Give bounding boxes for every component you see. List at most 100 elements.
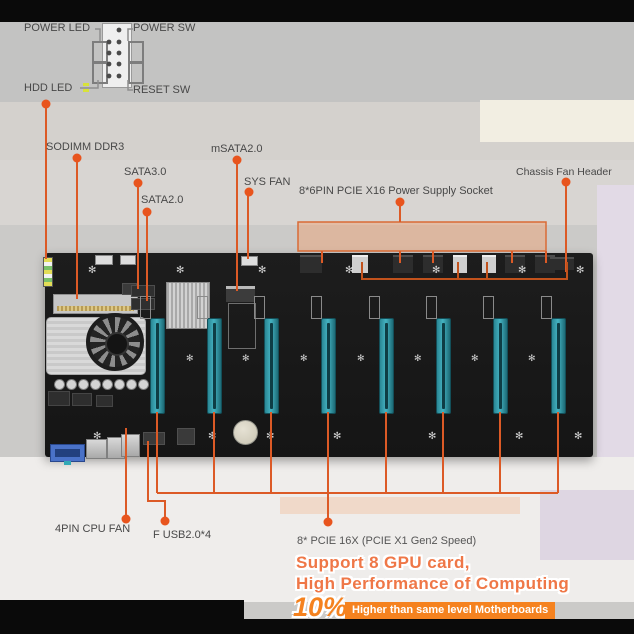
pcie-x16-slot <box>150 318 165 414</box>
background-band <box>540 490 634 560</box>
pcie-latch-outline <box>541 296 552 319</box>
label-psu: 8*6PIN PCIE X16 Power Supply Socket <box>299 185 493 197</box>
silkscreen-fan-mark: ✻ <box>528 353 536 363</box>
pcie-x16-slot <box>551 318 566 414</box>
label-sys-fan: SYS FAN <box>244 176 291 188</box>
pcie-latch-outline <box>483 296 494 319</box>
front-panel-header-component <box>43 257 53 287</box>
background-band <box>0 457 634 602</box>
sys-fan-header <box>241 256 258 266</box>
screw-hole: ✻ <box>518 265 527 276</box>
usb-port <box>121 434 140 457</box>
screw-hole: ✻ <box>93 431 102 442</box>
background-band <box>480 100 634 142</box>
front-panel-bracket <box>128 62 144 84</box>
letterbox-top <box>0 0 634 22</box>
silkscreen-fan-mark: ✻ <box>186 353 194 363</box>
pcie-power-socket <box>482 255 496 273</box>
capacitor <box>102 379 113 390</box>
silkscreen-fan-mark: ✻ <box>471 353 479 363</box>
label-reset-sw: RESET SW <box>133 84 191 96</box>
pcie-power-socket <box>453 255 467 273</box>
label-cpu-fan: 4PIN CPU FAN <box>55 523 131 535</box>
chipset-heatsink <box>166 282 210 329</box>
pcie-latch-outline <box>426 296 437 319</box>
capacitor <box>54 379 65 390</box>
label-hdd-led: HDD LED <box>24 82 73 94</box>
pcie-power-socket <box>393 255 413 273</box>
screw-hole: ✻ <box>345 265 354 276</box>
label-f-usb: F USB2.0*4 <box>153 529 212 541</box>
screw-hole: ✻ <box>333 431 342 442</box>
capacitor <box>90 379 101 390</box>
capacitor <box>78 379 89 390</box>
io-chip <box>177 428 195 445</box>
screw-hole: ✻ <box>266 431 275 442</box>
screw-hole: ✻ <box>208 431 217 442</box>
front-panel-bracket <box>128 41 144 63</box>
label-sodimm: SODIMM DDR3 <box>46 141 125 153</box>
pcie-x16-slot <box>207 318 222 414</box>
pcie-latch-outline <box>140 296 151 319</box>
pcie-latch-outline <box>369 296 380 319</box>
promo-banner: Higher than same level Motherboards <box>345 602 556 619</box>
pcie-latch-outline <box>254 296 265 319</box>
hdmi-port <box>86 439 107 459</box>
chassis-fan-header-component <box>550 257 574 270</box>
vrm-mosfet <box>48 391 70 406</box>
board-header <box>95 255 113 265</box>
background-band <box>280 497 520 514</box>
pcie-x16-slot <box>493 318 508 414</box>
port-detail <box>64 461 71 465</box>
capacitor <box>138 379 149 390</box>
pcie-x16-slot <box>264 318 279 414</box>
promo-line-2: High Performance of Computing <box>296 574 570 593</box>
pcie-x16-slot <box>379 318 394 414</box>
silkscreen-fan-mark: ✻ <box>300 353 308 363</box>
vrm-mosfet <box>96 395 113 407</box>
label-sata2: SATA2.0 <box>141 194 184 206</box>
screw-hole: ✻ <box>574 431 583 442</box>
front-panel-bracket <box>92 62 108 84</box>
pcie-x16-slot <box>436 318 451 414</box>
silkscreen-fan-mark: ✻ <box>414 353 422 363</box>
screw-hole: ✻ <box>176 265 185 276</box>
label-sata3: SATA3.0 <box>124 166 167 178</box>
sata2-port <box>131 298 155 310</box>
capacitor <box>66 379 77 390</box>
power-socket-highlight-box <box>297 221 547 252</box>
letterbox-bottom <box>0 619 634 634</box>
pcie-latch-outline <box>197 296 208 319</box>
background-band <box>0 160 634 225</box>
pcie-latch-outline <box>311 296 322 319</box>
screw-hole: ✻ <box>428 431 437 442</box>
vga-port <box>50 444 85 462</box>
cmos-battery <box>233 420 258 445</box>
screw-hole: ✻ <box>88 265 97 276</box>
silkscreen-fan-mark: ✻ <box>242 353 250 363</box>
usb-header-component <box>143 432 165 445</box>
promo-line-1: Support 8 GPU card, <box>296 553 470 572</box>
vrm-mosfet <box>72 393 92 406</box>
label-pcie: 8* PCIE 16X (PCIE X1 Gen2 Speed) <box>297 535 477 547</box>
screw-hole: ✻ <box>432 265 441 276</box>
screw-hole: ✻ <box>515 431 524 442</box>
board-header <box>120 255 136 265</box>
pcie-power-socket <box>300 255 322 273</box>
label-power-sw: POWER SW <box>133 22 196 34</box>
label-power-led: POWER LED <box>24 22 91 34</box>
msata-connector <box>226 286 255 302</box>
label-msata: mSATA2.0 <box>211 143 263 155</box>
pcie-x16-slot <box>321 318 336 414</box>
capacitor <box>126 379 137 390</box>
promo-stat: 10% <box>293 592 348 622</box>
capacitor <box>114 379 125 390</box>
pcie-power-socket <box>352 255 368 273</box>
sodimm-slot <box>53 294 138 314</box>
screw-hole: ✻ <box>258 265 267 276</box>
silkscreen-fan-mark: ✻ <box>357 353 365 363</box>
msata-silkscreen <box>228 303 256 349</box>
front-panel-bracket <box>92 41 108 63</box>
cpu-fan <box>86 313 144 371</box>
